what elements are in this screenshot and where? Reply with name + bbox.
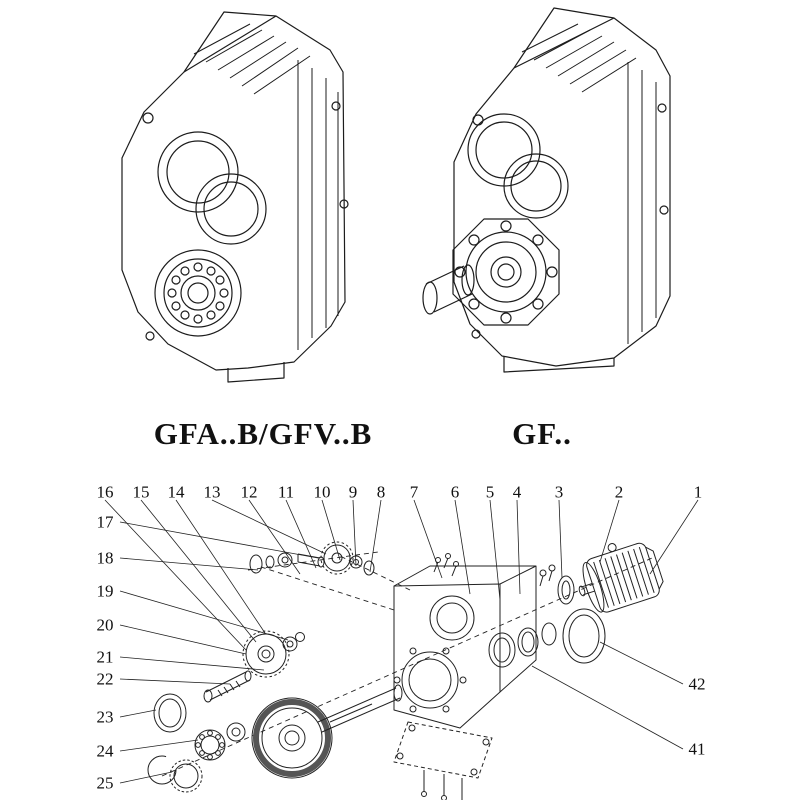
callout-16: 16 [96,482,114,502]
callout-23: 23 [96,707,114,727]
side-ribs [627,62,657,344]
leader-lines [104,499,699,784]
callout-24: 24 [96,741,114,761]
callout-14: 14 [167,482,185,502]
callout-41: 41 [688,739,706,759]
corner-bolts [142,101,349,341]
output-bearing [154,249,242,337]
callout-18: 18 [96,548,114,568]
callout-4: 4 [512,482,522,502]
input-shaft-parts [249,541,375,576]
output-shaft-part [317,684,403,733]
callout-6: 6 [450,482,460,502]
callout-5: 5 [485,482,495,502]
motor-fasteners [539,564,575,605]
callout-17: 17 [96,512,114,532]
callout-3: 3 [554,482,564,502]
model-label-gfab: GFA..B/GFV..B [153,416,373,451]
housing-bolts-top [433,553,459,577]
model-label-gf: GF.. [512,416,572,451]
bearing-and-ring-parts [147,693,246,793]
motor-unit [578,542,664,613]
callout-12: 12 [240,482,258,502]
gearbox-gf-svg [422,7,671,373]
gasket-and-bolts [393,721,493,800]
cooling-fins [193,23,311,95]
callout-8: 8 [376,482,386,502]
gearbox-drawing-gf [406,4,704,386]
callout-42: 42 [688,674,706,694]
gearbox-outline [453,7,671,367]
exploded-view-drawing [104,499,699,800]
callout-1: 1 [693,482,703,502]
callout-20: 20 [96,615,114,635]
assembly-axis-lines [161,551,653,777]
callout-11: 11 [277,482,295,502]
foot [227,362,285,383]
exploded-view: 16 15 14 13 12 11 10 9 8 7 6 5 4 3 2 1 1… [0,470,800,800]
side-ribs [297,60,339,350]
gearbox-outline [121,11,346,371]
top-edge [183,15,277,73]
input-bores [467,113,569,219]
callout-9: 9 [348,482,358,502]
gear-housing [393,565,537,729]
callout-22: 22 [96,669,114,689]
input-side-rings [488,608,606,668]
output-shaft [422,256,522,315]
callout-15: 15 [132,482,150,502]
callout-19: 19 [96,581,114,601]
gearbox-gfab-svg [121,11,349,383]
callout-25: 25 [96,773,114,793]
cooling-fins [521,23,637,93]
corner-bolts [471,103,669,339]
callout-7: 7 [409,482,419,502]
gearbox-drawing-gfab [98,6,370,392]
output-gear [251,697,333,779]
input-bores [157,131,267,245]
base-foot [503,356,615,373]
callout-13: 13 [203,482,221,502]
output-flange [452,218,560,326]
callout-2: 2 [614,482,624,502]
callout-21: 21 [96,647,114,667]
top-edge [513,17,615,69]
intermediate-gear-parts [203,630,305,703]
callout-10: 10 [313,482,331,502]
